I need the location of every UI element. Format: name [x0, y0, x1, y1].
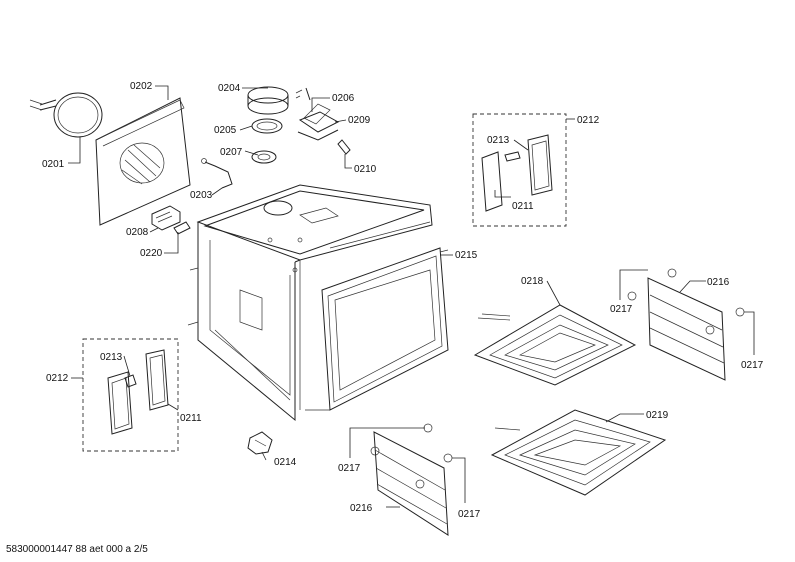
label-0220: 0220 [140, 248, 163, 259]
ring-heater-drawing [29, 92, 103, 138]
lamp-kit-box-lower [82, 338, 179, 452]
label-0207: 0207 [220, 147, 243, 158]
label-0208: 0208 [126, 227, 149, 238]
oven-cavity-drawing [187, 184, 449, 422]
label-0205: 0205 [214, 125, 237, 136]
drawing-reference-footer: 583000001447 88 aet 000 a 2/5 [6, 544, 148, 555]
label-0212-upper: 0212 [577, 115, 600, 126]
side-rack-left-drawing [370, 423, 453, 536]
label-0209: 0209 [348, 115, 371, 126]
bottom-heater-drawing [490, 409, 667, 496]
label-0211-upper: 0211 [512, 201, 534, 212]
label-0215: 0215 [455, 250, 478, 261]
label-0217-right-b: 0217 [741, 360, 764, 371]
label-0219: 0219 [646, 410, 669, 421]
label-0210: 0210 [354, 164, 377, 175]
label-0216-left: 0216 [350, 503, 373, 514]
rear-panel-drawing [95, 97, 191, 226]
lamp-kit-lower-drawing [107, 349, 169, 435]
side-rack-right-drawing [627, 268, 745, 381]
label-0217-left-b: 0217 [458, 509, 481, 520]
sensor-part-drawing [247, 431, 273, 455]
label-0204: 0204 [218, 83, 241, 94]
grill-heater-drawing [473, 304, 637, 386]
label-0218: 0218 [521, 276, 544, 287]
label-0203: 0203 [190, 190, 213, 201]
label-0206: 0206 [332, 93, 355, 104]
lamp-kit-box-upper [472, 113, 567, 227]
label-0202: 0202 [130, 81, 153, 92]
label-0213-upper: 0213 [487, 135, 510, 146]
label-0201: 0201 [42, 159, 65, 170]
label-0216-right: 0216 [707, 277, 730, 288]
wire-bracket-drawing [201, 158, 233, 189]
label-0217-right-a: 0217 [610, 304, 633, 315]
fan-assembly-drawing [247, 86, 351, 164]
label-0211-lower: 0211 [180, 413, 202, 424]
lamp-kit-upper-drawing [481, 134, 553, 212]
leader-lines [68, 85, 755, 508]
label-0212-lower: 0212 [46, 373, 69, 384]
switch-drawing [151, 205, 191, 235]
label-0214: 0214 [274, 457, 297, 468]
label-0213-lower: 0213 [100, 352, 123, 363]
label-0217-left-a: 0217 [338, 463, 361, 474]
